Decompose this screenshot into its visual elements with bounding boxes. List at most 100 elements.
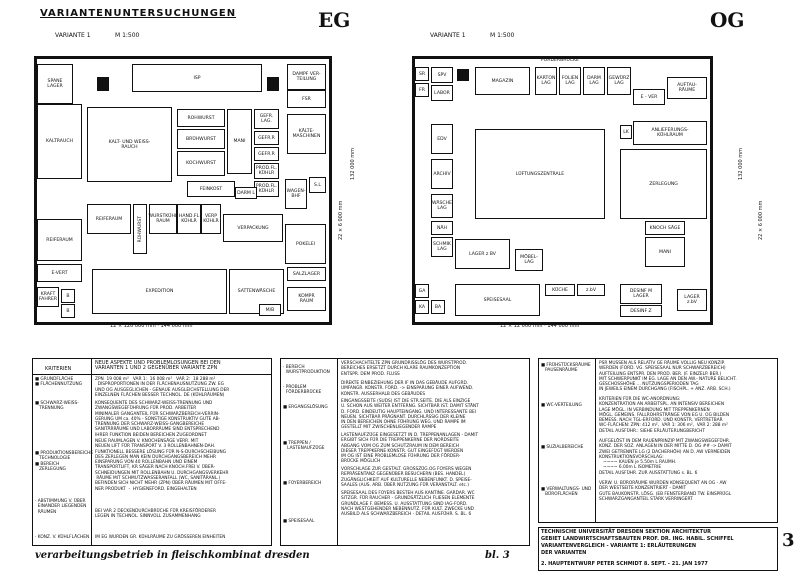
room-ga: GA [415,284,429,298]
room-waesche-lag: WÄSCHE LAG [431,194,453,218]
room-prod-fl-kuehlr: PROD.FL. KÜHLR [254,163,279,179]
room-zbv: z.bV [577,284,605,296]
room-kalt-weiss-rauch: KALT- UND WEISS- RAUCH [87,107,172,182]
table3-criterion-1: ■ FRÜHSTÜCKSRÄUME PAUSENRÄUME [541,363,591,374]
room-lager-zbv: LAGER z.bV [677,289,707,311]
room-b: B [61,304,75,318]
table3-criterion-4: ■ VERWALTUNGS- UND BÜROFLÄCHEN [541,487,592,498]
room-fr: FR [415,83,429,97]
room-gefr-r-2: GEFR.R [254,147,279,161]
room-ka: KA [415,300,429,314]
table3-criterion-3: ■ SUZIALBEREICHE [541,445,584,450]
criteria-table-3: ■ FRÜHSTÜCKSRÄUME PAUSENRÄUME PSR MUSSEN… [538,358,778,523]
room-feinkost: FEINKOST [187,181,235,197]
table2-criterion-2: · PROBLEM FÖRDERBRÜCKE [283,385,322,396]
room-archiv: ARCHIV [431,159,453,189]
room-gefr-r: GEFR.R [254,131,279,145]
room-zerlegung: ZERLEGUNG [620,149,707,219]
room-kaeltemaschinen: KÄLTE- MASCHINEN [287,114,326,154]
eg-dimension-bottom: 12 × 120 000 mm · 144 000 mm [110,323,193,329]
room-fsr: FSR [287,90,326,108]
room-folien-lag: FOLIEN LAG [559,67,581,95]
table2-text-5: VORSCHLAGE ZUR GESTALT. GROSSZÜG.OG FOYE… [341,467,472,488]
room-reiferaum-2: REIFERAUM [37,219,82,261]
floor-label-og: OG [710,8,745,32]
table2-criterion-6: ■ SPEISESAAL [283,519,315,524]
variant-label-left: VARIANTE 1 [55,32,91,39]
room-gewuerz-lag: GEWÜRZ LAG [607,67,631,95]
og-dimension-side-2: 132 000 mm [738,147,744,180]
table-row [33,374,271,375]
table1-text-1: ZPN 19 008 m² VAR 1: 16 008 m² VAR 2: 18… [95,377,230,398]
table1-criterion-3: ■ PRODUKTIONSBEREICHE TECHNOLOGIE ■ BERE… [35,451,94,472]
room-spv: SPV [431,67,453,83]
room-ba: BA [431,300,445,314]
og-dimension-side-1: 22 × 6 000 mm [758,200,764,240]
table3-text-2: KRITERIEN FÜR DIE WC-ANORDNUNG: KONZENTR… [599,397,730,434]
room-knoch-saege: KNOCH SÄGE [645,221,685,235]
stair-core [267,77,279,91]
room-foerderbruecke: FÖRDERBRÜCKE [541,57,579,63]
room-prod-fl-kuehlr-2: PROD.FL. KÜHLR [254,181,279,197]
room-desinf-z: DESINF Z [620,305,662,317]
table2-criterion-1: · BEREICH WURSTPRODUKTION [283,365,330,376]
table-divider-vertical [91,359,92,545]
floor-label-eg: EG [318,8,351,32]
room-lueftungszentrale: LÜFTUNGSZENTRALE [475,129,605,219]
footer-sheet-ref: bl. 3 [485,550,510,561]
table3-text-1: PSR MUSSEN ALS RELATIV GE RÄUME VOLLIG N… [599,361,737,393]
eg-dimension-side-2: 132 000 mm [350,147,356,180]
room-reiferaum: REIFERAUM [87,204,131,234]
room-speisesaal: SPEISESAAL [455,284,540,316]
table1-criterion-2: ■ SCHWARZ-WEISS- TRENNUNG [35,401,79,412]
title-block: TECHNISCHE UNIVERSITÄT DRESDEN SEKTION A… [538,527,778,571]
room-rohwurst-vertical: ROHWURST [133,204,147,254]
criteria-table-1: KRITERIEN NEUE ASPEKTE UND PROBLEMLOSUNG… [32,358,272,546]
table2-text-1: VERSCHACHTELTE ZPN GRUNDRISSLÖG DES WURS… [341,361,468,377]
table1-text-2: KONSEQUENTE DES SCHWARZ-WEISS-TRENNUNG U… [95,401,221,438]
room-kraftfahrer: KRAFT FAHRER [37,287,59,307]
table-divider-vertical [337,359,338,545]
room-b: B [61,289,75,303]
table2-text-3: EINGANGSSEITE (SUDS) IST DIE STR.SEITE. … [341,399,479,431]
room-kochwurst: KOCHWURST [177,151,225,176]
room-e-ver: E - VER [633,89,665,105]
table2-criterion-5: ■ FOYERBEREICH [283,481,322,486]
room-spane-lager: SPANE LAGER [37,64,73,104]
room-schmik-lag: SCHMIK LAG [431,237,453,257]
table-divider-vertical [595,359,596,522]
room-anlief-kuehlraum: ANLIEFERUNGS- KÜHLRAUM [633,121,707,145]
room-magazin: MAGAZIN [475,67,530,95]
table2-text-2: DIREKTE EINBEZIEHUNG DER IF IN DAS GEBÄU… [341,381,474,397]
table2-criterion-4: ■ TREPPEN / LASTENAUFZÜGE [283,441,325,452]
room-bruehwurst: BRÜHWURST [177,129,225,149]
table3-text-4: VERW. U. BÜRORÄUME WURDEN KONSEQUENT AN … [599,481,732,502]
room-hand-fl-kuehlr: HAND.FL KÜHLR [177,204,201,234]
og-dimension-bottom: 12 × 12 000 mm · 144 000 mm [500,323,580,329]
sheet-title: VARIANTENUNTERSUCHUNGEN [40,8,237,19]
table1-col1-head: KRITERIEN [45,366,72,372]
sheet-number: 3 [782,530,795,551]
room-rohwurst: ROHWURST [177,109,225,127]
room-pokelei: POKELEI [285,224,326,264]
room-sattenwaesche: SATTENWÄSCHE [229,269,284,314]
room-verp-kuehlr: VERP KÜHLR [201,204,221,234]
room-karton-lag: KARTON LAG [535,67,557,95]
room-isp: ISP [132,64,262,92]
room-mb: M/B [259,304,281,316]
titleblock-line-5: 2. HAUPTENTWURF PETER SCHMIDT 8. SEPT. -… [541,561,708,567]
room-e-vert: E-VERT [37,264,82,282]
room-naeh: NÄH [431,221,453,235]
room-kompr-raum: KOMPR RAUM [287,287,326,311]
table1-col2-head: NEUE ASPEKTE UND PROBLEMLOSUNGEN BEI DEN… [95,360,221,372]
criteria-table-2: · BEREICH WURSTPRODUKTION VERSCHACHTELTE… [280,358,530,546]
room-wagen-bhf: WAGEN- BHF [285,179,307,209]
stair-core [97,77,109,91]
eg-dimension-side-1: 22 × 6 000 mm [338,200,344,240]
titleblock-line-2: GEBIET LANDWIRTSCHAFTSBAUTEN PROF. DR. I… [541,536,734,542]
room-lager-bv: LAGER z BV [455,239,510,269]
room-kueche: KÜCHE [545,284,575,296]
table3-text-3: AUFGELÖST IN DEM RAUENPRINZIP MIT ZWANGS… [599,439,732,476]
titleblock-line-3: VARIANTENVERGLEICH - VARIANTE 1: ERLÄUTE… [541,543,697,549]
table1-text-5: IM EG WURDEN GR. KÜHLRÄUME ZU GRÖSSEREN … [95,535,226,540]
